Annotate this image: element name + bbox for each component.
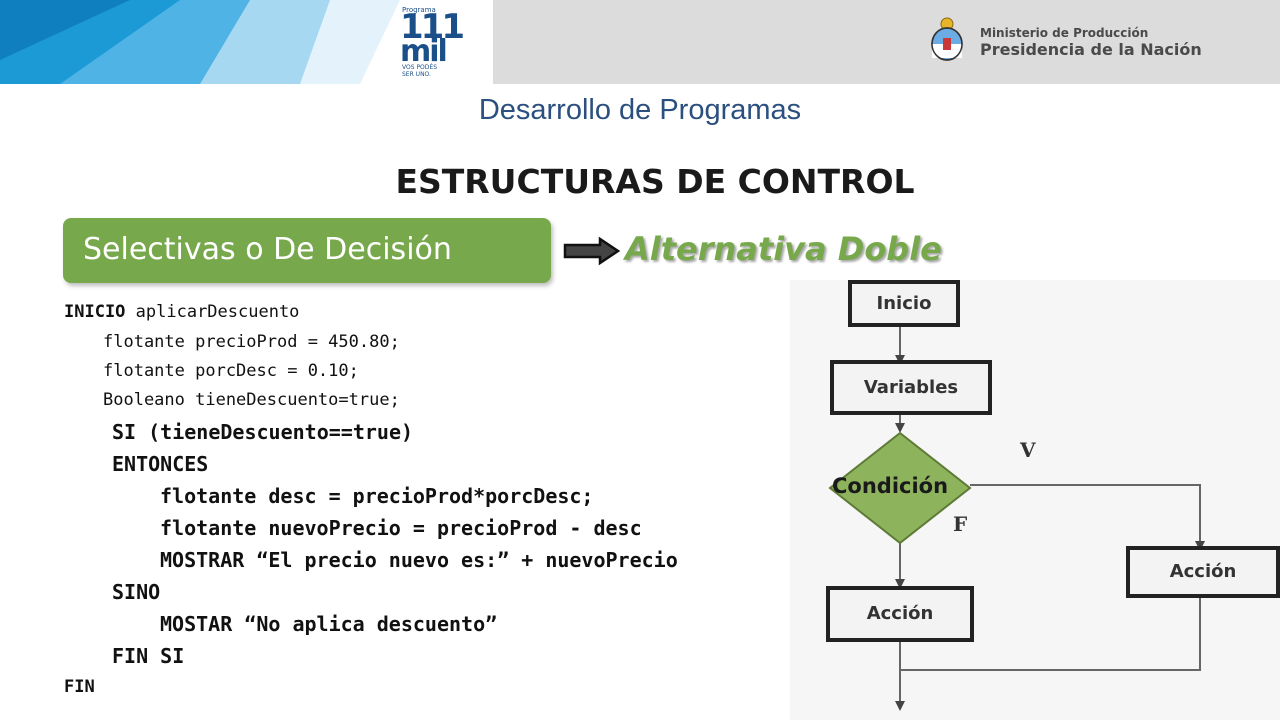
flow-variables-box: Variables xyxy=(830,360,992,415)
program-111mil-logo: Programa 111 mil VOS PODÉS SER UNO. xyxy=(400,6,490,78)
logo-word-text: mil xyxy=(400,34,448,69)
logo-tagline-text: VOS PODÉS SER UNO. xyxy=(402,64,437,78)
code-line: FIN SI xyxy=(112,644,185,668)
presidency-name: Presidencia de la Nación xyxy=(980,40,1202,59)
code-keyword: INICIO xyxy=(64,302,126,322)
slide-subtitle: Desarrollo de Programas xyxy=(478,94,802,126)
code-line: flotante desc = precioProd*porcDesc; xyxy=(160,484,594,508)
code-line: SINO xyxy=(112,580,161,604)
code-line: Booleano tieneDescuento=true; xyxy=(103,390,400,410)
header-stripes-graphic xyxy=(0,0,493,84)
slide-title: ESTRUCTURAS DE CONTROL xyxy=(395,162,915,201)
condition-diamond xyxy=(828,431,972,545)
flow-start-box: Inicio xyxy=(848,280,960,327)
logo-program-text: Programa xyxy=(402,6,436,14)
category-box: Selectivas o De Decisión xyxy=(63,218,551,283)
code-line: flotante porcDesc = 0.10; xyxy=(103,361,359,381)
flowchart-connectors xyxy=(828,327,1205,711)
flow-action-false-box: Acción xyxy=(826,586,974,642)
code-text: aplicarDescuento xyxy=(125,302,300,322)
code-line: ENTONCES xyxy=(112,452,209,476)
code-line: SI (tieneDescuento==true) xyxy=(112,420,414,444)
flow-true-label: V xyxy=(1020,438,1036,462)
code-line: flotante precioProd = 450.80; xyxy=(103,332,400,352)
flow-false-label: F xyxy=(953,512,968,536)
national-seal-icon xyxy=(931,17,963,61)
right-arrow-icon xyxy=(563,236,621,266)
header-banner: Programa 111 mil VOS PODÉS SER UNO. Mini… xyxy=(0,0,1280,84)
flow-condition-label: Condición xyxy=(832,474,949,498)
flowchart: Inicio Variables Condición V F Acción Ac… xyxy=(790,280,1280,720)
category-label: Selectivas o De Decisión xyxy=(83,232,452,267)
code-line: MOSTRAR “El precio nuevo es:” + nuevoPre… xyxy=(160,548,678,572)
code-line: FIN xyxy=(64,677,95,697)
flow-action-true-box: Acción xyxy=(1126,546,1280,598)
code-line: flotante nuevoPrecio = precioProd - desc xyxy=(160,516,642,540)
ministry-name: Ministerio de Producción xyxy=(980,26,1149,40)
logo-number-text: 111 xyxy=(400,7,465,47)
code-line: MOSTAR “No aplica descuento” xyxy=(160,612,498,636)
subcategory-label: Alternativa Doble xyxy=(625,230,942,268)
code-line: INICIO aplicarDescuento xyxy=(64,302,299,322)
